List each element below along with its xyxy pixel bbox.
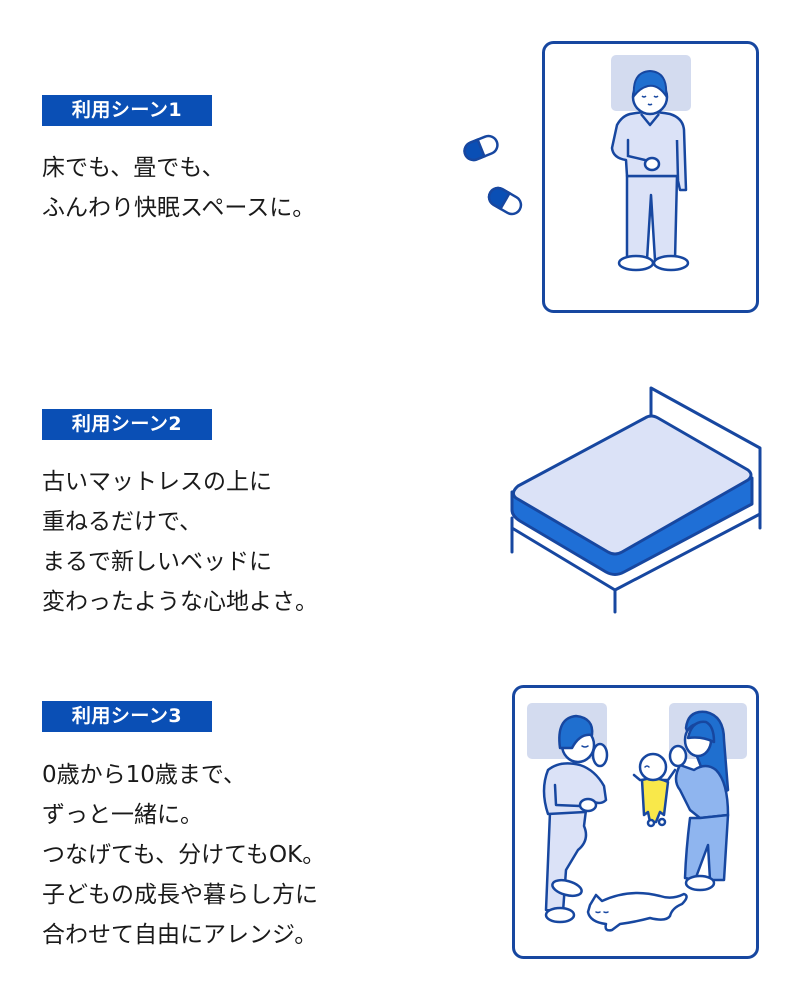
description-line: 子どもの成長や暮らし方に — [42, 882, 318, 908]
description-line: 床でも、畳でも、 — [42, 155, 225, 181]
scene-3-badge: 利用シーン3 — [42, 701, 212, 732]
mother-figure — [668, 710, 730, 892]
scene-1-badge: 利用シーン1 — [42, 95, 212, 126]
scene-1-description: 床でも、畳でも、 ふんわり快眠スペースに。 — [42, 148, 315, 228]
scene-2: 利用シーン2 古いマットレスの上に 重ねるだけで、 まるで新しいベッドに 変わっ… — [0, 340, 800, 670]
description-line: ふんわり快眠スペースに。 — [42, 195, 316, 221]
scene-1: 利用シーン1 床でも、畳でも、 ふんわり快眠スペースに。 — [0, 0, 800, 340]
description-line: 合わせて自由にアレンジ。 — [42, 922, 318, 948]
description-line: 古いマットレスの上に — [42, 469, 272, 495]
cat-figure — [586, 891, 688, 932]
scene-2-badge: 利用シーン2 — [42, 409, 212, 440]
bed-with-topper-illustration — [510, 386, 762, 614]
description-line: まるで新しいベッドに — [42, 549, 272, 575]
baby-figure — [632, 752, 677, 828]
description-line: 重ねるだけで、 — [42, 509, 203, 535]
scene-2-description: 古いマットレスの上に 重ねるだけで、 まるで新しいベッドに 変わったような心地よ… — [42, 462, 318, 622]
description-line: 変わったような心地よさ。 — [42, 589, 318, 615]
description-line: ずっと一緒に。 — [42, 802, 203, 828]
capsule-icon — [463, 134, 499, 162]
description-line: 0歳から10歳まで、 — [42, 762, 246, 788]
scene-3: 利用シーン3 0歳から10歳まで、 ずっと一緒に。 つなげても、分けてもOK。 … — [0, 670, 800, 1000]
person-sleeping-illustration — [463, 41, 759, 313]
description-line: つなげても、分けてもOK。 — [42, 842, 326, 868]
father-figure — [542, 714, 609, 924]
family-on-mat-illustration — [512, 685, 759, 959]
capsule-icon — [487, 186, 523, 216]
scene-3-description: 0歳から10歳まで、 ずっと一緒に。 つなげても、分けてもOK。 子どもの成長や… — [42, 755, 325, 955]
